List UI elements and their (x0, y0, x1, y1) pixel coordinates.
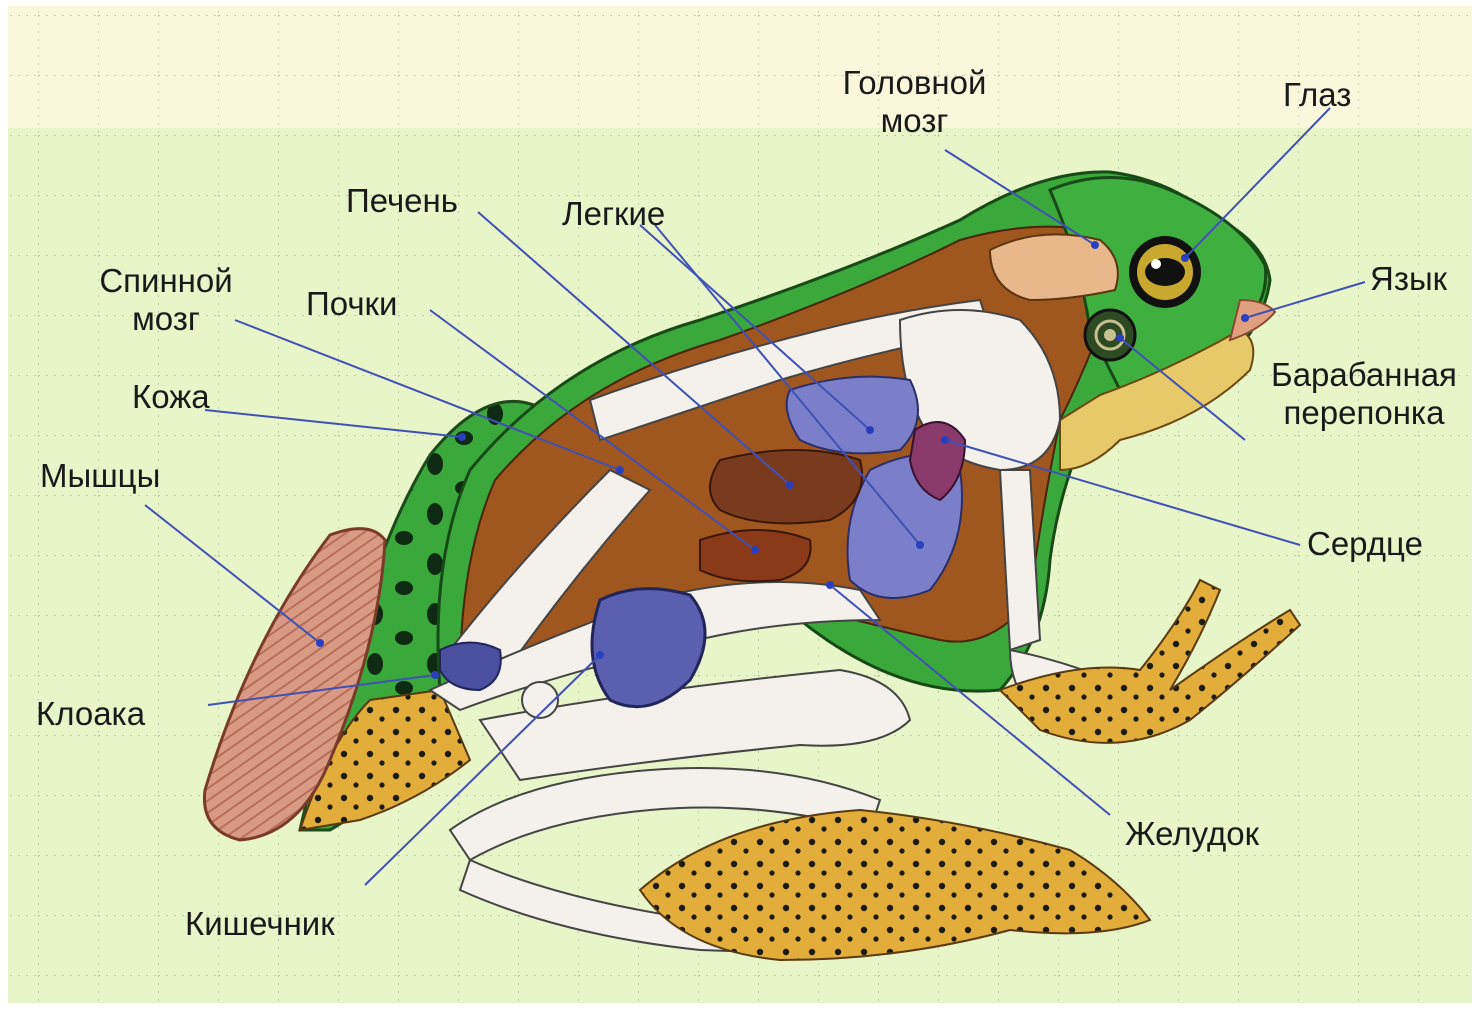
kidneys (700, 530, 811, 581)
label-muscles: Мышцы (40, 457, 160, 495)
label-lungs: Легкие (562, 195, 665, 233)
label-eye: Глаз (1283, 76, 1351, 114)
label-liver: Печень (346, 182, 458, 220)
label-spinal-cord-line1: Спинной (80, 262, 252, 300)
label-heart: Сердце (1307, 525, 1423, 563)
label-spinal-cord: Спинной мозг (80, 262, 252, 338)
liver (710, 450, 862, 523)
label-intestine: Кишечник (185, 905, 335, 943)
label-skin: Кожа (132, 378, 210, 416)
label-tympanum: Барабанная перепонка (1250, 356, 1478, 432)
label-brain-line1: Головной (822, 64, 1007, 102)
label-tympanum-line1: Барабанная (1250, 356, 1478, 394)
label-brain-line2: мозг (822, 102, 1007, 140)
label-kidneys: Почки (306, 285, 397, 323)
label-stomach: Желудок (1125, 815, 1259, 853)
label-tympanum-line2: перепонка (1250, 394, 1478, 432)
label-tongue: Язык (1370, 260, 1447, 298)
label-cloaca: Клоака (36, 695, 145, 733)
label-spinal-cord-line2: мозг (80, 300, 252, 338)
label-brain: Головной мозг (822, 64, 1007, 140)
